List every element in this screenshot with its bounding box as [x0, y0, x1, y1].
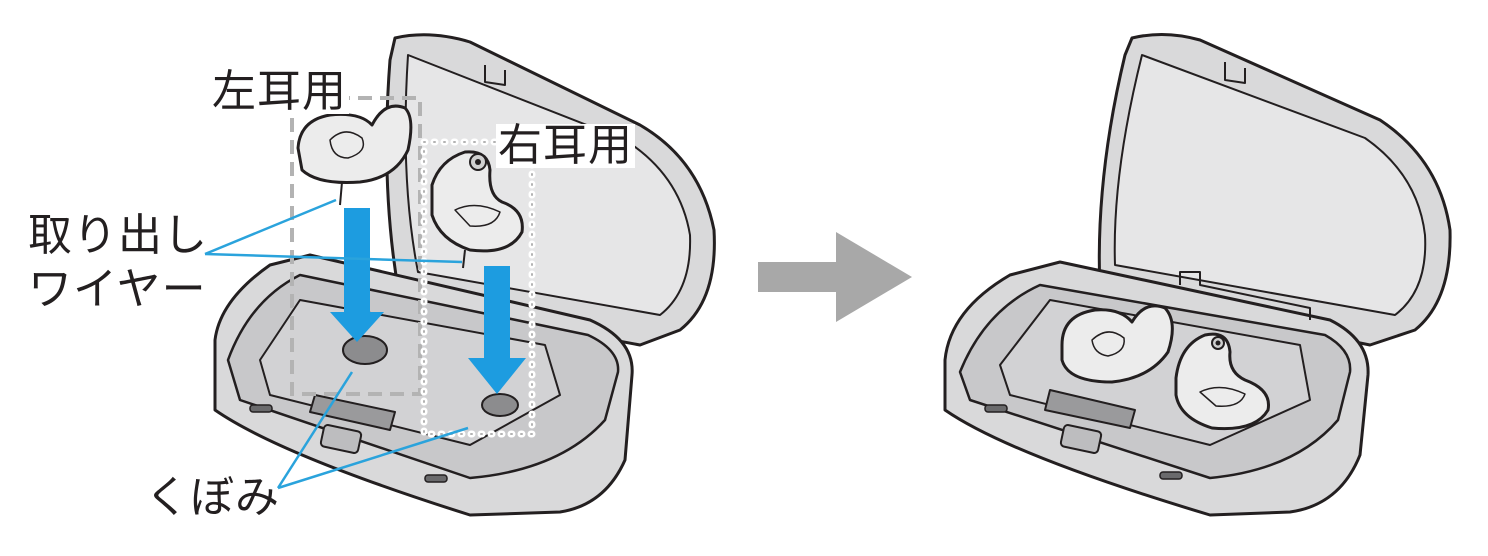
right-ear-label: 右耳用	[496, 120, 635, 171]
right-insert-arrow	[468, 266, 526, 394]
recess-label: くぼみ	[145, 472, 280, 523]
right-earbud	[430, 150, 524, 253]
wire-label-line2: ワイヤー	[28, 264, 207, 315]
left-earbud	[296, 104, 413, 184]
seated-right-earbud	[1174, 332, 1271, 431]
left-insert-arrow	[330, 208, 384, 342]
wire-leader-lines	[204, 198, 463, 264]
left-charging-case	[213, 33, 716, 517]
recess-leader-lines	[276, 371, 469, 490]
right-charging-case	[943, 32, 1452, 517]
left-ear-guide-box	[290, 96, 422, 396]
right-ear-guide-box	[420, 138, 536, 438]
left-ear-label: 左耳用	[210, 66, 349, 117]
seated-left-earbud	[1060, 304, 1174, 384]
transition-arrow	[758, 232, 912, 322]
wire-label-line1: 取り出し	[28, 210, 208, 261]
insertion-arrows	[330, 208, 526, 394]
